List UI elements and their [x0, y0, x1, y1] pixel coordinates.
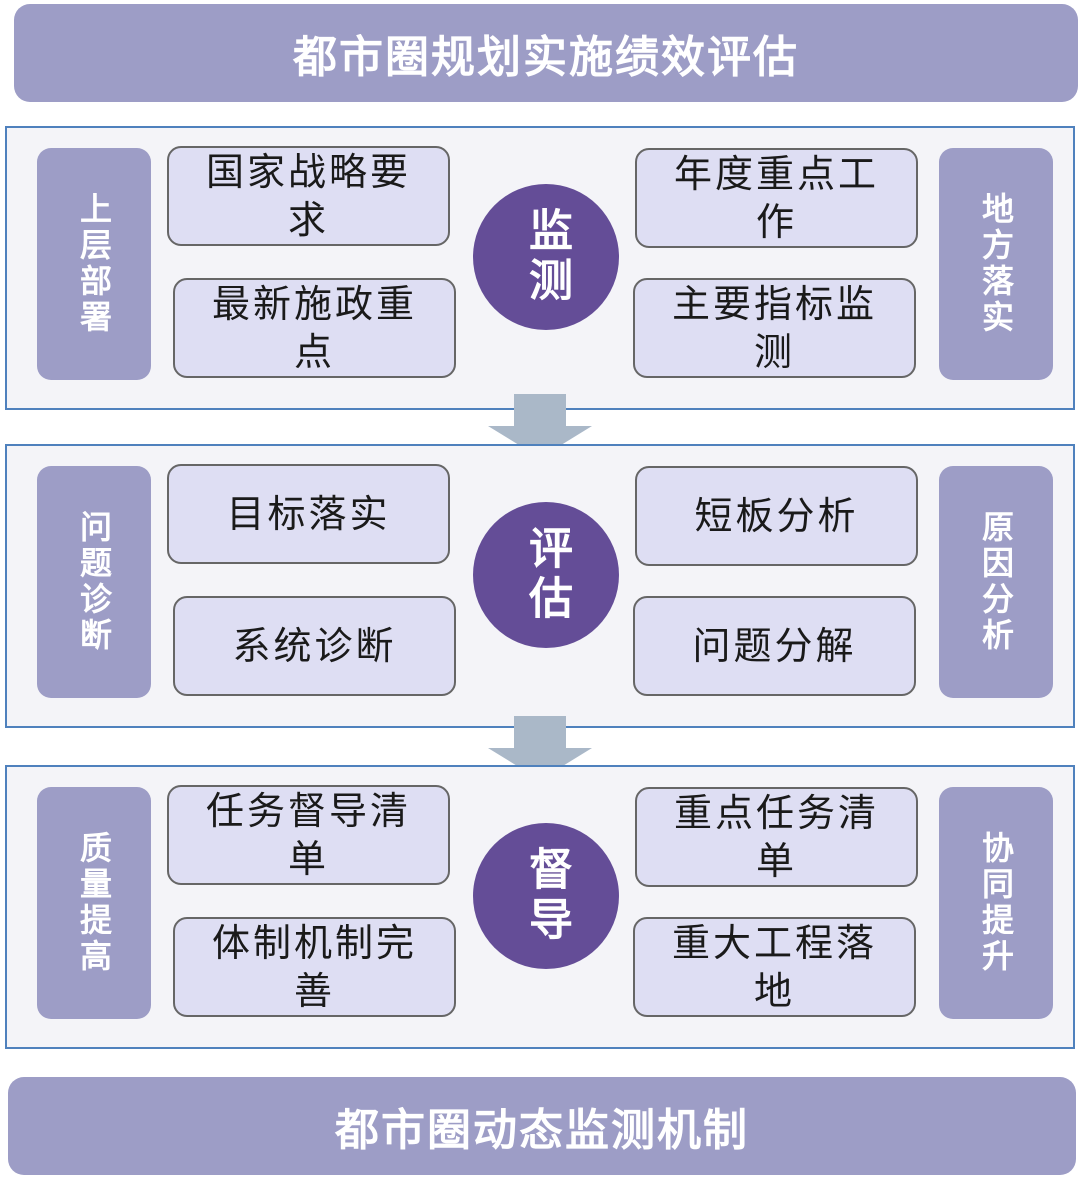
item-box: 问题分解 — [633, 596, 916, 696]
page-title: 都市圈规划实施绩效评估 — [293, 32, 799, 83]
center-circle: 评估 — [473, 502, 619, 648]
side-label-right: 原因分析 — [939, 466, 1053, 698]
center-circle: 督导 — [473, 823, 619, 969]
section-supervision: 质量提高 任务督导清单 体制机制完善 督导 重点任务清单 重大工程落地 协同提升 — [5, 765, 1075, 1049]
side-label-right: 协同提升 — [939, 787, 1053, 1019]
item-box: 国家战略要求 — [167, 146, 450, 246]
item-box: 系统诊断 — [173, 596, 456, 696]
side-label-left: 上层部署 — [37, 148, 151, 380]
side-label-left: 问题诊断 — [37, 466, 151, 698]
side-label-right: 地方落实 — [939, 148, 1053, 380]
item-box: 体制机制完善 — [173, 917, 456, 1017]
item-box: 短板分析 — [635, 466, 918, 566]
item-box: 主要指标监测 — [633, 278, 916, 378]
item-box: 任务督导清单 — [167, 785, 450, 885]
item-box: 最新施政重点 — [173, 278, 456, 378]
side-label-left: 质量提高 — [37, 787, 151, 1019]
footer-title: 都市圈动态监测机制 — [335, 1105, 749, 1156]
item-box: 重点任务清单 — [635, 787, 918, 887]
item-box: 年度重点工作 — [635, 148, 918, 248]
section-evaluation: 问题诊断 目标落实 系统诊断 评估 短板分析 问题分解 原因分析 — [5, 444, 1075, 728]
section-monitoring: 上层部署 国家战略要求 最新施政重点 监测 年度重点工作 主要指标监测 地方落实 — [5, 126, 1075, 410]
down-arrow-icon — [488, 394, 592, 458]
item-box: 重大工程落地 — [633, 917, 916, 1017]
down-arrow-icon — [488, 716, 592, 780]
center-circle: 监测 — [473, 184, 619, 330]
title-banner: 都市圈规划实施绩效评估 — [14, 4, 1078, 102]
item-box: 目标落实 — [167, 464, 450, 564]
footer-banner: 都市圈动态监测机制 — [8, 1077, 1076, 1175]
